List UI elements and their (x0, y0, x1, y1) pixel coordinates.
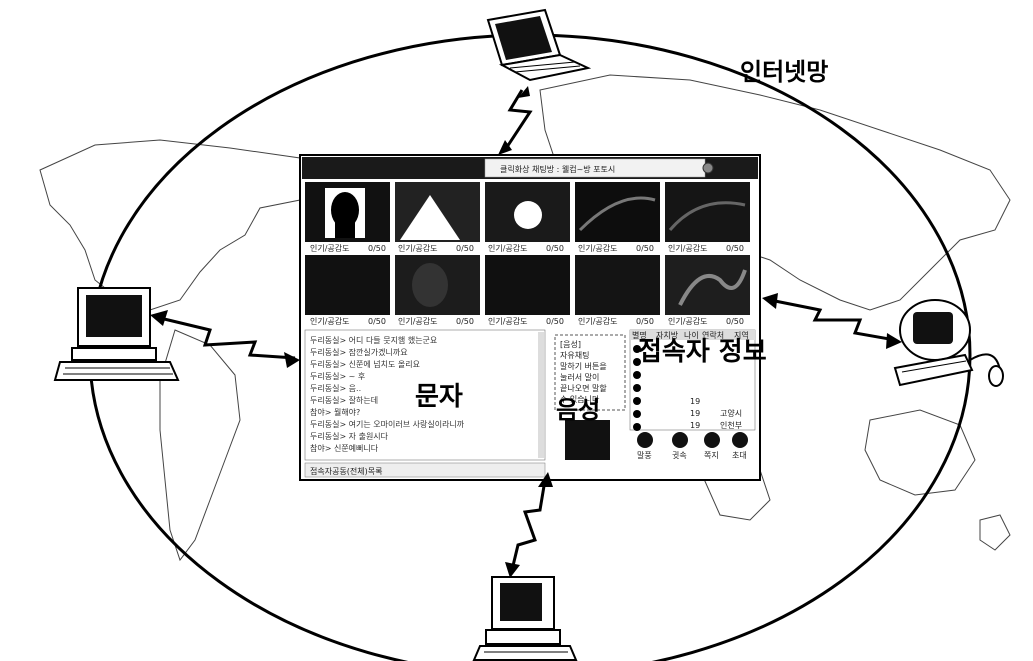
user-table-headers: 별명 자치방 나이 연락처 지역 (632, 330, 749, 340)
voice-line: [음성] (560, 340, 581, 349)
video-tile[interactable] (305, 255, 390, 315)
status-bar-text: 접속자공동(전체)목록 (310, 466, 382, 476)
icon-caption: 초대 (732, 451, 747, 460)
chat-lines: 두리동실> 어디 다들 뭇지햄 했는군요 두리동실> 잠깐실가겠니까요 두리동실… (310, 335, 465, 453)
text-area-label: 문자 (415, 382, 463, 412)
user-rows: 19 19 19 고양시 인천부 (690, 397, 742, 430)
video-row-1 (305, 182, 750, 242)
tile-count: 0/50 (726, 317, 744, 326)
tile-count: 0/50 (456, 317, 474, 326)
video-tile[interactable] (485, 255, 570, 315)
tile-caption: 인기/공감도 (398, 243, 438, 253)
invite-icon[interactable] (732, 432, 748, 448)
chat-line: 두리동실> 신쭌에 넘치도 올리요 (310, 359, 420, 369)
world-map (39, 74, 1011, 562)
connection-top (503, 89, 533, 151)
memo-icon[interactable] (704, 432, 720, 448)
push-to-talk-button[interactable] (565, 420, 610, 460)
tile-count: 0/50 (368, 317, 386, 326)
chat-line: 두리동실> 어디 다들 뭇지햄 했는군요 (310, 335, 437, 345)
network-label: 인터넷망 (740, 58, 828, 86)
tile-count: 0/50 (636, 317, 654, 326)
close-icon[interactable] (702, 162, 714, 174)
connection-bottom (510, 479, 547, 571)
user-place: 고양시 (720, 409, 742, 418)
header-cell: 지역 (734, 330, 749, 340)
whisper-icon[interactable] (637, 432, 653, 448)
chat-scrollbar[interactable] (538, 332, 544, 458)
voice-line: 수 있습니다 (560, 394, 600, 404)
tile-count: 0/50 (636, 244, 654, 253)
icon-caption: 쪽지 (704, 451, 719, 460)
tile-caption: 인기/공감도 (578, 243, 618, 253)
desktop-computer-icon-right (893, 299, 1004, 387)
desktop-computer-icon-bottom (472, 576, 578, 661)
chat-line: 두리동실> 자 출원시다 (310, 431, 389, 441)
screen-title: 클릭화상 채팅방 : 웰컴~방 포토시 (500, 164, 615, 174)
tile-count: 0/50 (368, 244, 386, 253)
chat-line: 두리동실> ~ 후 (310, 371, 365, 381)
chat-screen: 클릭화상 채팅방 : 웰컴~방 포토시 인기/공감도 0/50 인기/공감도 0… (299, 154, 767, 481)
secret-icon[interactable] (672, 432, 688, 448)
tile-count: 0/50 (546, 317, 564, 326)
tile-caption: 인기/공감도 (488, 243, 528, 253)
chat-line: 참야> 뭘해야? (310, 407, 360, 417)
voice-line: 말하기 버튼을 (560, 361, 607, 371)
icon-caption: 말풍 (637, 451, 652, 460)
tile-count: 0/50 (546, 244, 564, 253)
tile-count: 0/50 (726, 244, 744, 253)
video-tile[interactable] (665, 182, 750, 242)
tile-caption: 인기/공감도 (398, 316, 438, 326)
video-row-2 (305, 255, 750, 315)
user-age: 19 (690, 421, 700, 430)
tile-caption: 인기/공감도 (668, 316, 708, 326)
header-cell: 나이 (684, 330, 699, 340)
user-age: 19 (690, 397, 700, 406)
status-bar (304, 462, 546, 478)
voice-line: 눌러서 말이 (560, 372, 599, 382)
video-tile[interactable] (575, 255, 660, 315)
captions-row-1: 인기/공감도 0/50 인기/공감도 0/50 인기/공감도 0/50 인기/공… (310, 243, 744, 253)
user-info-label: 접속자 정보 (638, 337, 767, 367)
tile-caption: 인기/공감도 (668, 243, 708, 253)
video-tile[interactable] (575, 182, 660, 242)
voice-label: 음성 (556, 396, 600, 424)
user-place: 인천부 (720, 420, 742, 430)
connections (150, 86, 902, 578)
chat-line: 두리동실> 음.. (310, 383, 361, 393)
header-cell: 연락처 (702, 330, 724, 340)
voice-box-lines: [음성] 자유채팅 말하기 버튼을 눌러서 말이 끝나오면 말할 수 있습니다 (560, 340, 607, 404)
user-table (629, 329, 756, 431)
icon-caption: 귓속 (672, 451, 687, 460)
user-row-icons (633, 345, 641, 431)
chat-line: 두리동실> 잠깐실가겠니까요 (310, 347, 408, 357)
tile-count: 0/50 (456, 244, 474, 253)
header-cell: 자치방 (656, 330, 679, 340)
header-cell: 별명 (632, 330, 647, 340)
voice-line: 끝나오면 말할 (560, 383, 607, 393)
tile-caption: 인기/공감도 (578, 316, 618, 326)
laptop-computer-icon (486, 8, 592, 82)
voice-box (554, 334, 626, 411)
desktop-computer-icon-left (53, 287, 180, 381)
connection-right (769, 298, 896, 342)
action-icons: 말풍 귓속 쪽지 초대 (637, 432, 748, 460)
captions-row-2: 인기/공감도 0/50 인기/공감도 0/50 인기/공감도 0/50 인기/공… (310, 316, 744, 326)
voice-line: 자유채팅 (560, 350, 589, 360)
tile-caption: 인기/공감도 (310, 316, 350, 326)
tile-caption: 인기/공감도 (488, 316, 528, 326)
tile-caption: 인기/공감도 (310, 243, 350, 253)
chat-line: 두리동실> 잘하는데 (310, 395, 378, 405)
connection-left (159, 316, 296, 360)
chat-line: 두리동실> 여기는 오마이러브 사랑실이라니까 (310, 419, 465, 429)
chat-line: 참야> 신쭌예뻐니다 (310, 443, 379, 453)
chat-area[interactable] (304, 329, 546, 461)
user-age: 19 (690, 409, 700, 418)
